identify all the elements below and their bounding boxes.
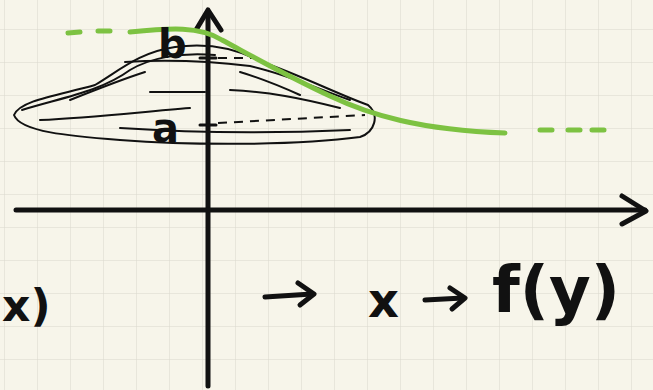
function-label: f(y) (492, 258, 620, 322)
variable-label: x (368, 276, 399, 324)
function-label: x) (2, 284, 51, 328)
axis-label: b (158, 24, 187, 64)
axis-label: a (152, 108, 179, 148)
